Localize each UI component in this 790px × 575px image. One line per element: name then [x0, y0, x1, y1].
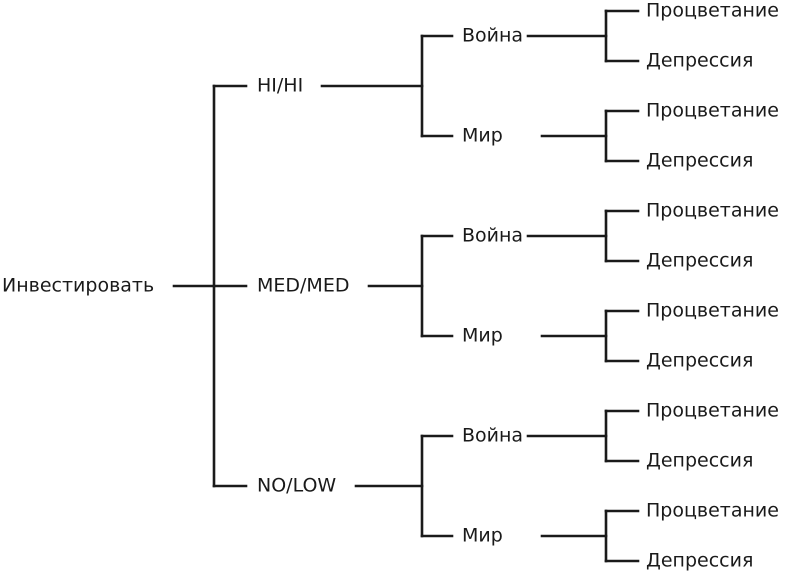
outcome-label: Депрессия — [646, 450, 753, 472]
outcome-label: Процветание — [646, 100, 779, 122]
outcome-label: Процветание — [646, 400, 779, 422]
tree-labels: Инвестировать HI/HIВойнаПроцветаниеДепре… — [2, 0, 779, 572]
outcome-label: Процветание — [646, 500, 779, 522]
option-label: MED/MED — [257, 275, 349, 297]
branch-label: Война — [462, 425, 523, 447]
outcome-label: Процветание — [646, 200, 779, 222]
outcome-label: Депрессия — [646, 350, 753, 372]
outcome-label: Депрессия — [646, 50, 753, 72]
outcome-label: Депрессия — [646, 250, 753, 272]
branch-label: Война — [462, 25, 523, 47]
branch-label: Война — [462, 225, 523, 247]
branch-label: Мир — [462, 525, 503, 547]
root-label: Инвестировать — [2, 275, 154, 297]
outcome-label: Депрессия — [646, 550, 753, 572]
branch-label: Мир — [462, 325, 503, 347]
branch-label: Мир — [462, 125, 503, 147]
outcome-label: Депрессия — [646, 150, 753, 172]
tree-connectors — [172, 9, 640, 563]
outcome-label: Процветание — [646, 300, 779, 322]
outcome-label: Процветание — [646, 0, 779, 22]
option-label: HI/HI — [257, 75, 303, 97]
option-label: NO/LOW — [257, 475, 336, 497]
